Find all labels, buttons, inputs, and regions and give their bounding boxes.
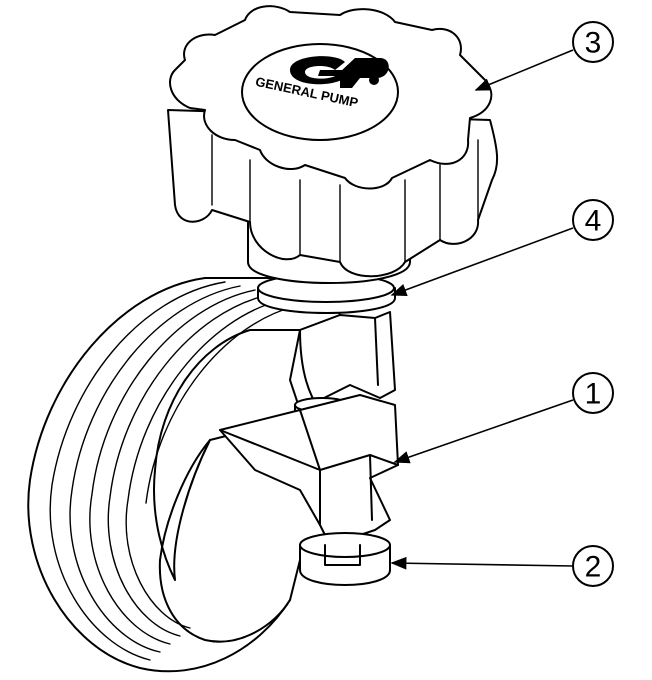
bottom-seat	[299, 532, 391, 586]
leader-lines	[390, 49, 574, 570]
leader-2	[390, 556, 574, 570]
balloon-4: 4	[572, 199, 614, 241]
leader-4	[390, 227, 574, 297]
lower-body	[219, 394, 399, 546]
balloon-2: 2	[572, 545, 614, 587]
balloon-3: 3	[572, 21, 614, 63]
balloon-4-label: 4	[585, 205, 602, 238]
star-knob	[167, 5, 498, 284]
balloon-1: 1	[572, 372, 614, 414]
balloon-2-label: 2	[585, 551, 602, 584]
balloon-3-label: 3	[585, 27, 602, 60]
leader-1	[393, 399, 574, 464]
balloon-1-label: 1	[585, 378, 602, 411]
leader-3	[474, 49, 574, 91]
threaded-ring	[27, 277, 341, 673]
